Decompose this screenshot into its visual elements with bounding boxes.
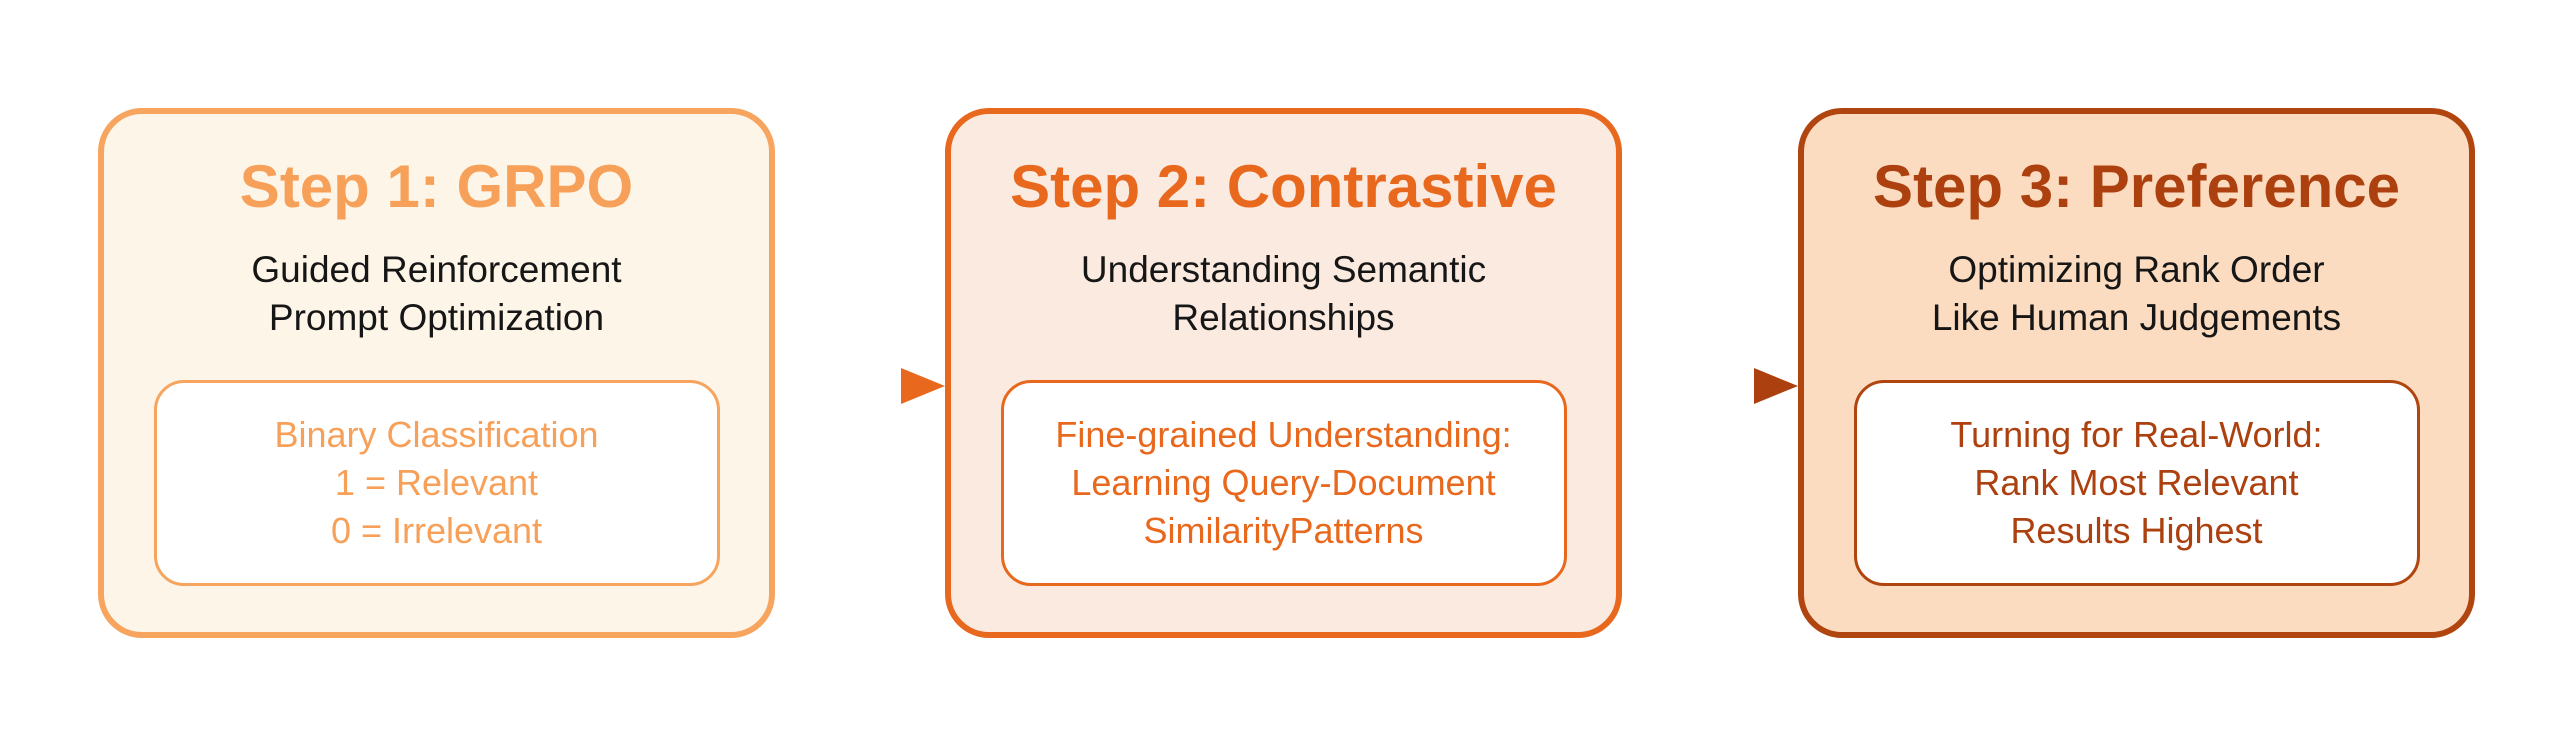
subtitle-line: Like Human Judgements <box>1931 297 2342 339</box>
step-2-subtitle: Understanding Semantic Relationships <box>1081 246 1486 342</box>
detail-line: Rank Most Relevant <box>1974 462 2299 504</box>
step-1-subtitle: Guided Reinforcement Prompt Optimization <box>251 246 621 342</box>
step-2-detail-box: Fine-grained Understanding: Learning Que… <box>1000 380 1567 587</box>
detail-line: SimilarityPatterns <box>1143 510 1424 552</box>
arrow-step1-to-step2-icon <box>775 368 945 404</box>
arrow-step2-to-step3-icon <box>1622 368 1798 404</box>
detail-line: Binary Classification <box>274 414 599 456</box>
detail-line: Results Highest <box>2010 510 2263 552</box>
step-1-card: Step 1: GRPO Guided Reinforcement Prompt… <box>98 108 775 638</box>
subtitle-line: Understanding Semantic <box>1080 249 1487 290</box>
step-2-card: Step 2: Contrastive Understanding Semant… <box>945 108 1622 638</box>
subtitle-line: Guided Reinforcement <box>251 249 622 290</box>
step-3-subtitle: Optimizing Rank Order Like Human Judgeme… <box>1932 246 2341 342</box>
step-2-title: Step 2: Contrastive <box>1010 153 1557 220</box>
detail-line: Fine-grained Understanding: <box>1055 414 1512 456</box>
detail-line: 0 = Irrelevant <box>330 510 543 552</box>
subtitle-line: Optimizing Rank Order <box>1948 249 2325 290</box>
step-1-title: Step 1: GRPO <box>239 153 634 220</box>
detail-line: Turning for Real-World: <box>1950 414 2323 456</box>
step-1-detail-box: Binary Classification 1 = Relevant 0 = I… <box>153 380 720 587</box>
detail-line: 1 = Relevant <box>334 462 539 504</box>
subtitle-line: Relationships <box>1172 297 1395 339</box>
step-3-detail-box: Turning for Real-World: Rank Most Releva… <box>1853 380 2420 587</box>
subtitle-line: Prompt Optimization <box>268 297 605 339</box>
step-3-card: Step 3: Preference Optimizing Rank Order… <box>1798 108 2475 638</box>
step-3-title: Step 3: Preference <box>1873 153 2400 220</box>
detail-line: Learning Query-Document <box>1071 462 1496 504</box>
